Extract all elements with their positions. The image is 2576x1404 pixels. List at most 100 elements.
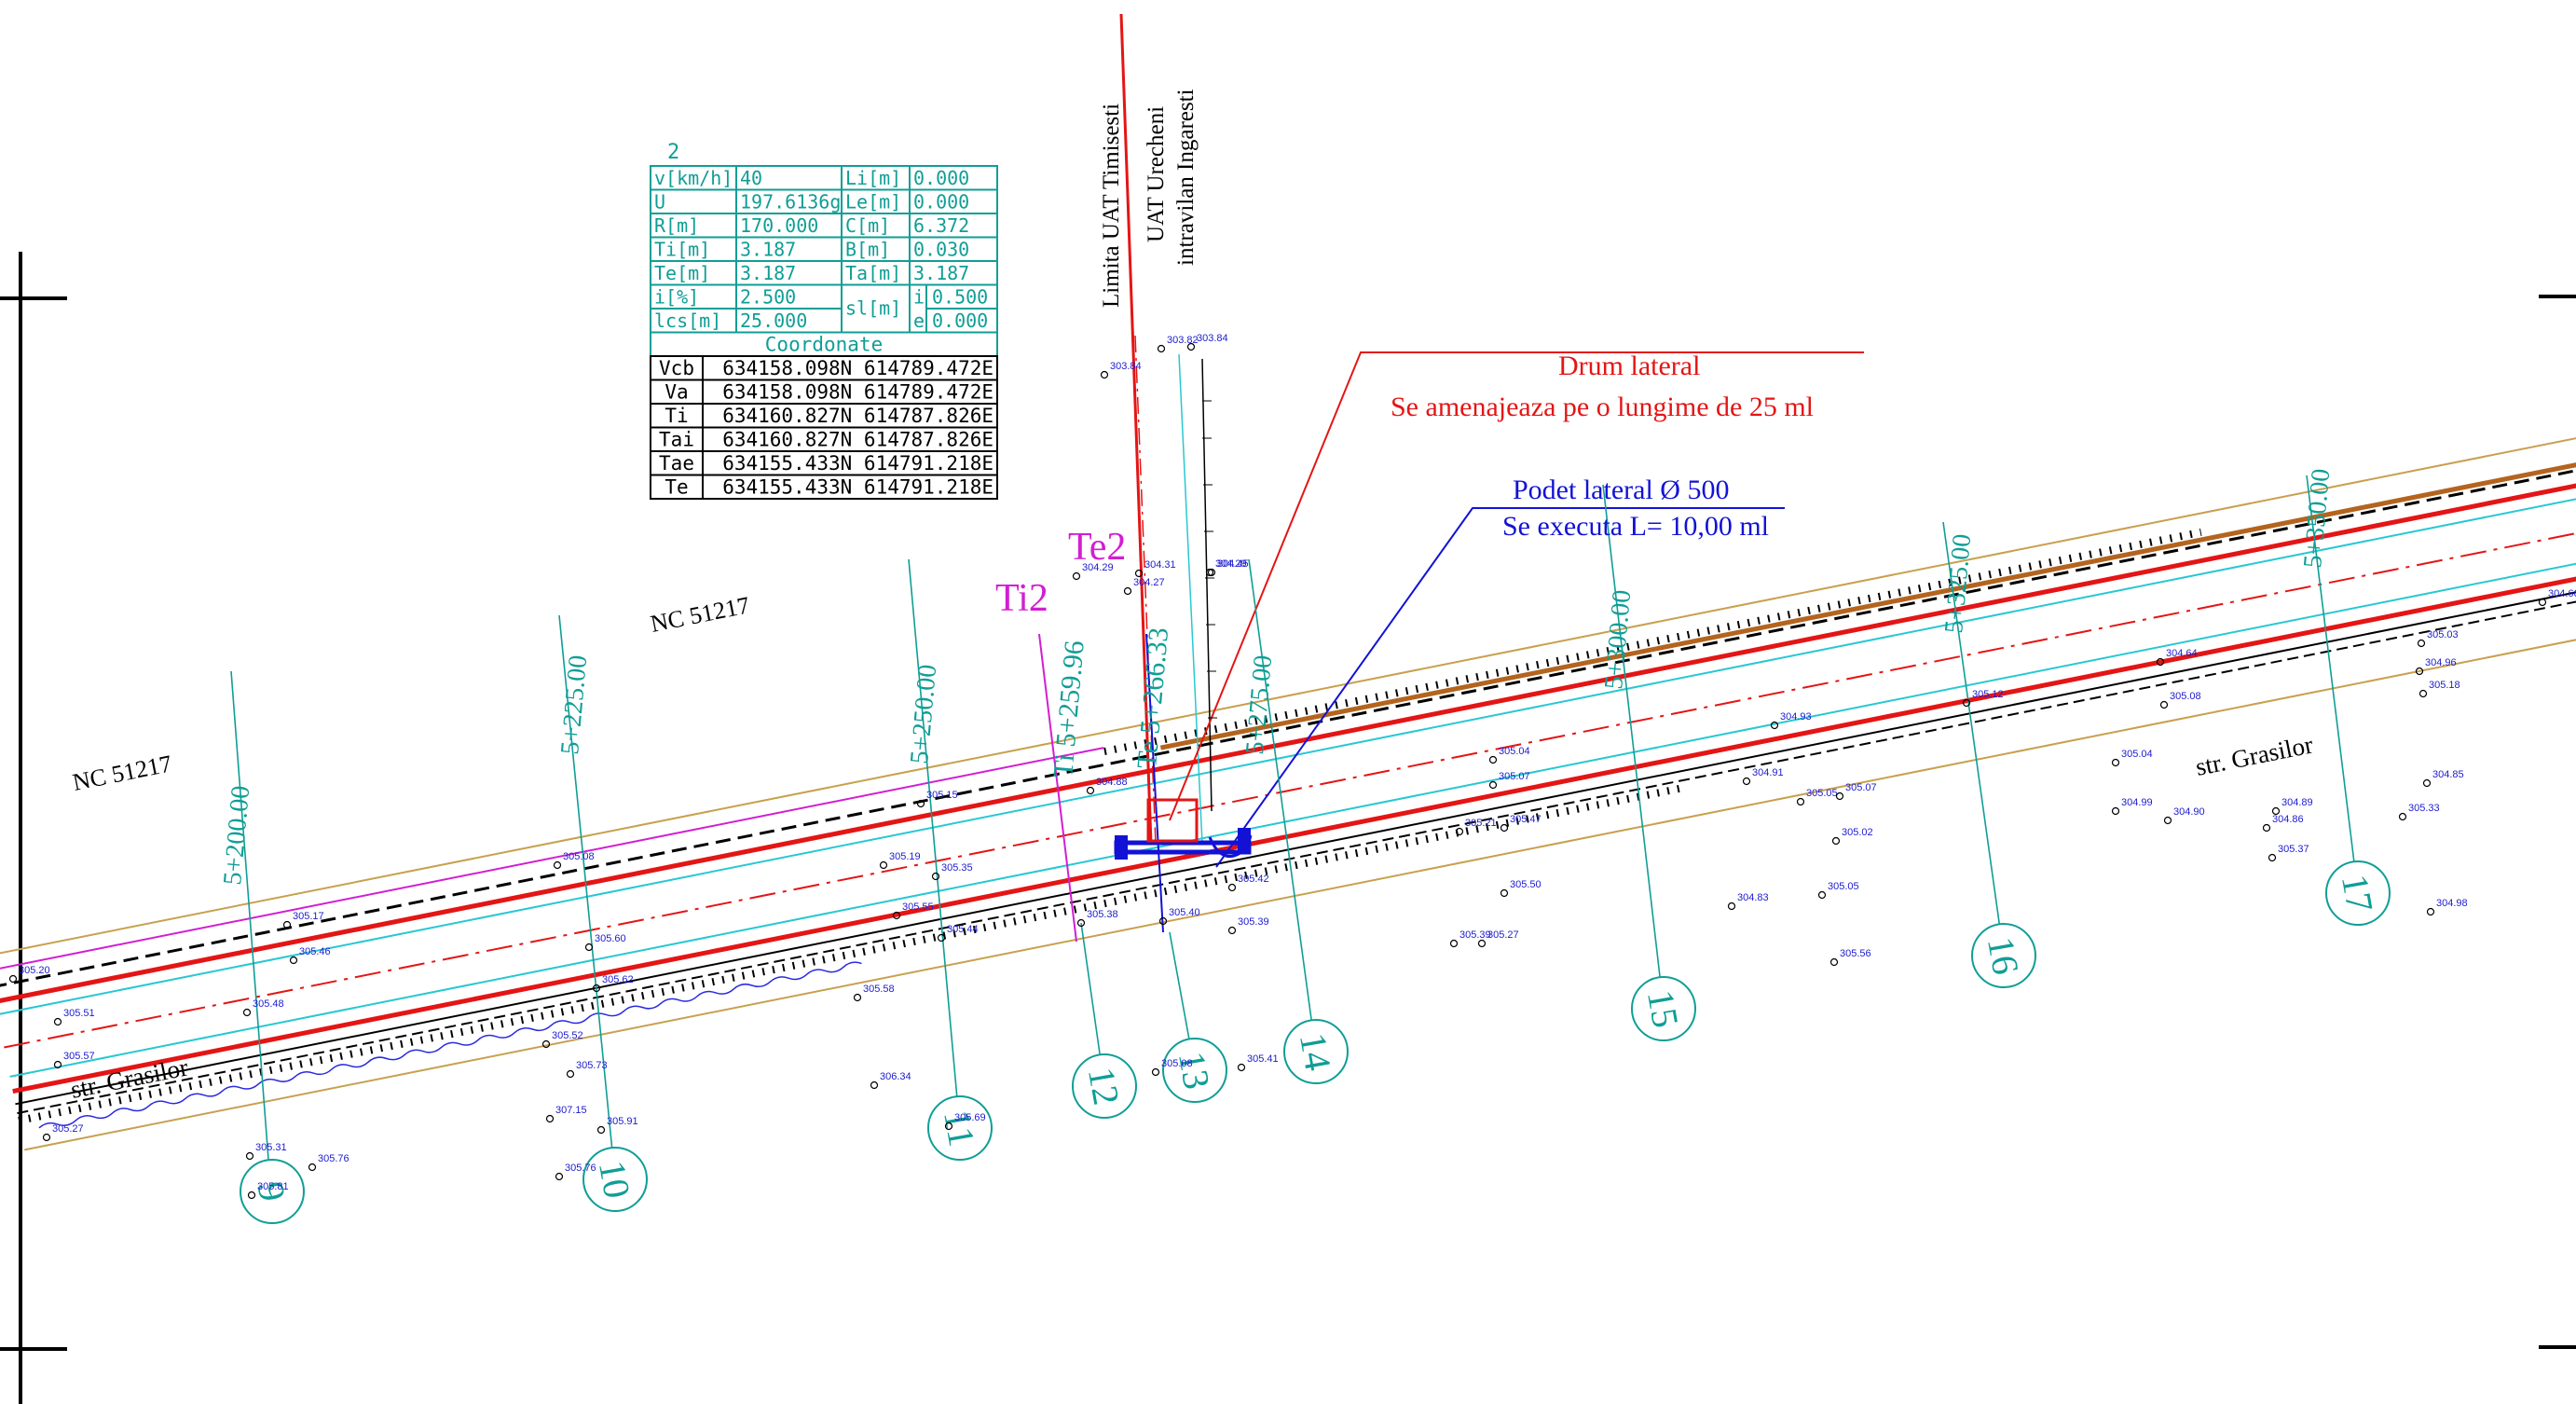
- elevation-label: 305.69: [954, 1112, 986, 1123]
- elevation-point: [308, 1163, 317, 1172]
- podet-leader: [1215, 507, 1785, 868]
- profile-circle: [1072, 1053, 1137, 1119]
- elevation-point: [1835, 791, 1844, 801]
- elevation-label: 305.27: [52, 1123, 84, 1135]
- elevation-point: [1829, 957, 1839, 967]
- elevation-point: [2418, 689, 2428, 698]
- elevation-label: 304.88: [1096, 777, 1128, 788]
- elevation-label: 304.64: [2166, 648, 2198, 659]
- podet-sub: Se executa L= 10,00 ml: [1502, 511, 1769, 542]
- elevation-label: 304.27: [1133, 577, 1165, 588]
- curve-table-cell: Ta[m]: [845, 262, 901, 284]
- nc-label-top: NC 51217: [648, 591, 751, 638]
- curve-table-cell: Ti[m]: [654, 239, 710, 261]
- elevation-point: [1186, 342, 1196, 351]
- coord-point: Tae: [659, 452, 694, 475]
- elevation-point: [592, 984, 601, 993]
- elevation-label: 305.52: [552, 1030, 583, 1041]
- elevation-label: 304.98: [2436, 898, 2468, 909]
- curve-table-cell: B[m]: [845, 239, 890, 261]
- profile-number: 11: [936, 1107, 983, 1149]
- elevation-point: [282, 920, 292, 929]
- elevation-point: [1488, 780, 1498, 790]
- drum-lateral-sub: Se amenajeaza pe o lungime de 25 ml: [1391, 392, 1814, 422]
- profile-number: 14: [1292, 1029, 1339, 1073]
- elevation-label: 305.58: [863, 984, 895, 995]
- elevation-point: [289, 956, 298, 965]
- elevation-label: 307.15: [555, 1105, 587, 1116]
- elevation-point: [1207, 568, 1216, 577]
- culvert-symbol: [1114, 798, 1253, 860]
- elevation-point: [1500, 823, 1509, 833]
- elevation-point: [1770, 721, 1779, 730]
- elevation-label: 305.91: [607, 1116, 638, 1127]
- elevation-label: 305.81: [257, 1181, 289, 1192]
- profile-circle: [1631, 976, 1696, 1041]
- te2-label: Te2: [1068, 526, 1126, 569]
- curve-table-cell: 197.6136g: [740, 191, 841, 213]
- elevation-label: 305.08: [563, 851, 595, 862]
- elevation-label: 305.15: [926, 790, 958, 801]
- elevation-point: [247, 1191, 256, 1200]
- elevation-label: 304.83: [1737, 892, 1769, 903]
- limit-ticks: [1202, 400, 1217, 719]
- podet-title: Podet lateral Ø 500: [1513, 475, 1729, 505]
- elevation-point: [916, 799, 925, 808]
- elevation-label: 303.84: [1197, 333, 1228, 344]
- elevation-point: [1742, 777, 1751, 786]
- elevation-point: [1072, 571, 1081, 581]
- station-line: [558, 614, 616, 1180]
- elevation-point: [1817, 890, 1827, 900]
- elevation-point: [2417, 639, 2426, 648]
- elevation-label: 305.56: [1840, 948, 1871, 959]
- profile-number: 12: [1080, 1064, 1128, 1108]
- elevation-label: 305.46: [299, 946, 331, 957]
- elevation-point: [1100, 370, 1109, 379]
- elevation-point: [1158, 916, 1168, 926]
- elevation-point: [42, 1133, 51, 1142]
- curve-table-cell: 170.000: [740, 214, 818, 237]
- elevation-point: [541, 1039, 551, 1049]
- curve-table-cell: v[km/h]: [654, 167, 733, 189]
- station-line: [1942, 521, 2005, 957]
- profile-circle: [927, 1095, 993, 1161]
- profile-number: 17: [2334, 871, 2381, 915]
- station-label: 5+250.00: [905, 664, 942, 765]
- station-line: [1248, 558, 1317, 1054]
- elevation-point: [2422, 778, 2432, 788]
- curve-table-cell: 3.187: [740, 262, 796, 284]
- elevation-label: 305.76: [565, 1163, 596, 1174]
- elevation-label: 305.50: [1510, 879, 1541, 890]
- elevation-label: 304.31: [1144, 559, 1176, 571]
- elevation-label: 305.39: [1459, 929, 1491, 941]
- coord-point: Ti: [665, 405, 688, 427]
- station-label: 5+225.00: [555, 654, 593, 756]
- elevation-point: [931, 872, 940, 881]
- profile-number: 16: [1980, 933, 2027, 977]
- curve-table-cell: 3.187: [740, 239, 796, 261]
- profile-circle: [2325, 860, 2391, 926]
- uat-urecheni-label: UAT Urecheni: [1144, 106, 1169, 242]
- elevation-label: 305.04: [1499, 746, 1530, 757]
- elevation-label: 305.51: [63, 1008, 95, 1019]
- curve-table-title: 2: [667, 141, 679, 164]
- elevation-label: 305.60: [595, 933, 626, 944]
- coord-values: 634155.433N 614791.218E: [722, 476, 993, 499]
- elevation-label: 304.89: [2281, 797, 2313, 808]
- coord-values: 634155.433N 614791.218E: [722, 452, 993, 475]
- elevation-label: 305.40: [1169, 907, 1200, 918]
- ti-line: [1038, 633, 1077, 943]
- intravilan-label: intravilan Ingaresti: [1173, 89, 1199, 266]
- profile-circle: [1283, 1019, 1349, 1084]
- elevation-point: [545, 1114, 555, 1123]
- elevation-point: [2111, 806, 2120, 816]
- elevation-label: 305.33: [2408, 803, 2440, 814]
- elevation-point: [242, 1008, 252, 1017]
- elevation-point: [553, 860, 562, 870]
- elevation-label: 305.47: [1510, 814, 1541, 825]
- elevation-label: 304.45: [1217, 558, 1249, 570]
- profile-number: 15: [1639, 986, 1687, 1030]
- coord-point: Vcb: [659, 357, 694, 379]
- elevation-label: 305.03: [2427, 629, 2459, 640]
- station-label: 5+275.00: [1240, 654, 1278, 756]
